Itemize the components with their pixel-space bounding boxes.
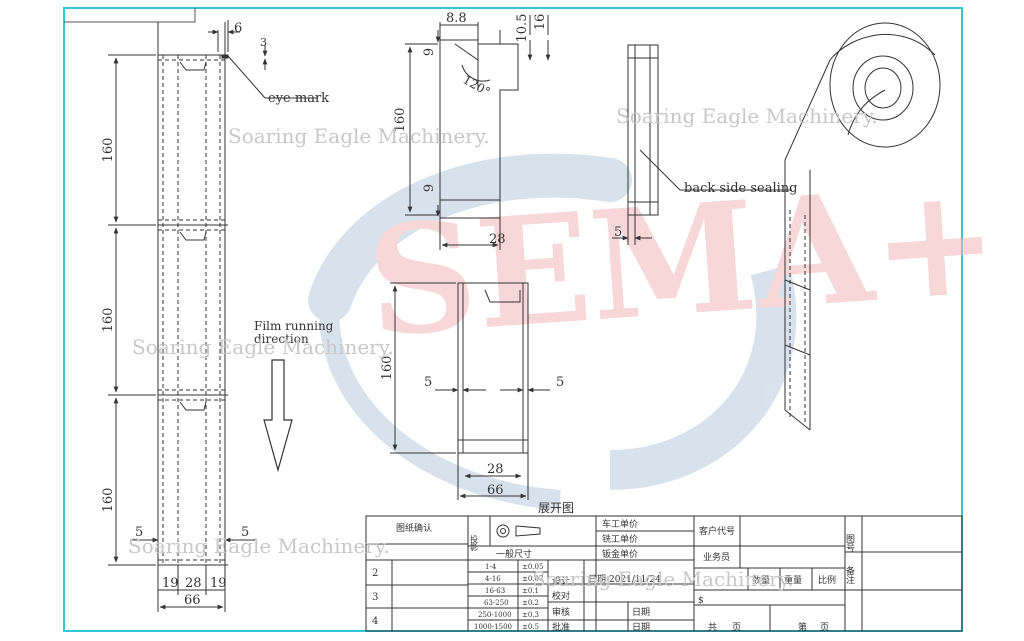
layout-title: 展开图 [538, 501, 574, 515]
seal-left-label: 5 [135, 525, 143, 540]
title-block-text: 图纸确认 投影 一般尺寸 2 3 4 1-4 ±0.05 4-16 ±0.07 … [372, 518, 855, 633]
strip-view-labels: 6 3 eye mark 160 160 160 5 5 19 28 19 66… [101, 21, 334, 608]
weight-label: 重量 [784, 574, 802, 586]
pouch-front-labels: 160 5 5 28 66 展开图 [380, 356, 574, 515]
date-value: 2021/11/24 [609, 575, 661, 585]
watermark-3: Soaring Eagle Machinery. [132, 335, 394, 359]
tol-range-2: 4-16 [485, 575, 501, 583]
watermark-5: Soaring Eagle Machinery. [532, 567, 794, 591]
sheet-price: 钣金单价 [602, 548, 638, 560]
strip-view [108, 20, 318, 612]
scale-label: 比例 [818, 574, 836, 586]
sheet-no-label: 第 [798, 621, 807, 633]
check-label: 校对 [552, 590, 570, 602]
tol-val-6: ±0.5 [522, 623, 539, 631]
side-thickness-label: 5 [614, 225, 622, 240]
tol-range-5: 250-1000 [478, 611, 512, 619]
watermark-4: Soaring Eagle Machinery. [128, 534, 390, 558]
width-28-top: 28 [489, 232, 506, 247]
pouch-top-labels: 8.8 10.5 16 9 120° 160 9 28 [393, 11, 548, 247]
width-left-label: 19 [162, 576, 179, 591]
pouch-front-view [390, 282, 550, 500]
row-2: 2 [372, 568, 378, 579]
tol-val-3: ±0.1 [522, 587, 539, 595]
watermark-2: Soaring Eagle Machinery. [616, 104, 878, 128]
dim-top-3: 3 [260, 36, 267, 49]
dim-top-6: 6 [234, 21, 242, 36]
seal-right-front: 5 [556, 375, 564, 390]
dim-16: 16 [533, 14, 548, 31]
seal-left-front: 5 [424, 375, 432, 390]
direction-label-2: direction [254, 332, 309, 346]
logo-text: SEMA+ [362, 151, 1004, 371]
side-view [612, 44, 792, 245]
angle-120: 120° [461, 72, 493, 99]
total-label: 共 [708, 622, 717, 633]
tol-range-6: 1000-1500 [474, 623, 512, 631]
date3-label: 日期 [632, 622, 650, 633]
corner-box [64, 8, 196, 23]
date-label: 日期 [588, 574, 606, 585]
customer-code: 客户代号 [699, 525, 735, 537]
mill-price: 铣工单价 [602, 533, 638, 545]
design-label: 设计 [552, 575, 570, 587]
watermark-1: Soaring Eagle Machinery. [228, 124, 490, 148]
inner-width-front: 28 [487, 462, 504, 477]
outer-width-front: 66 [487, 483, 504, 498]
dim-9-bottom: 9 [422, 184, 437, 192]
tol-range-3: 16-63 [485, 587, 505, 595]
total-width-label: 66 [184, 593, 201, 608]
review-label: 审核 [552, 606, 570, 618]
pouch-top-view [405, 15, 551, 250]
salesman: 业务员 [703, 551, 730, 563]
date2-label: 日期 [632, 607, 650, 618]
quantity-label: 数量 [752, 574, 770, 586]
tol-val-4: ±0.2 [522, 599, 539, 607]
title-block [365, 515, 963, 632]
eye-mark-label: eye mark [268, 91, 329, 106]
page2-label: 页 [820, 622, 829, 633]
tol-range-1: 1-4 [485, 563, 497, 571]
lathe-price: 车工单价 [602, 518, 638, 530]
width-mid-label: 28 [185, 576, 202, 591]
seal-right-label: 5 [241, 525, 249, 540]
direction-label-1: Film running [254, 319, 334, 333]
tol-val-5: ±0.3 [522, 611, 539, 619]
projection-label: 投影 [470, 534, 479, 552]
back-side-sealing-label: back side sealing [684, 181, 797, 196]
tol-val-1: ±0.05 [522, 563, 543, 571]
brand-watermarks: Soaring Eagle Machinery. Soaring Eagle M… [128, 104, 878, 591]
dim-8-8: 8.8 [446, 11, 467, 26]
note-label: 备注 [844, 565, 855, 584]
side-view-labels: back side sealing 5 [614, 181, 797, 240]
height-160-top: 160 [393, 108, 408, 133]
drawing-no-label: 图号 [844, 534, 855, 553]
general-size: 一般尺寸 [496, 548, 532, 560]
drawing-confirm: 图纸确认 [396, 522, 432, 534]
pitch-2-label: 160 [101, 308, 116, 333]
dim-9-top: 9 [422, 48, 437, 56]
sema-logo-watermark: SEMA+ [308, 151, 1004, 510]
pitch-3-label: 160 [101, 488, 116, 513]
tol-val-2: ±0.07 [522, 575, 543, 583]
row-3: 3 [372, 592, 378, 603]
width-right-label: 19 [210, 576, 227, 591]
row-4: 4 [372, 616, 378, 627]
dollar-sign: $ [698, 596, 704, 606]
dim-10-5: 10.5 [515, 14, 530, 43]
page-label: 页 [732, 622, 741, 633]
height-160-front: 160 [380, 356, 395, 381]
film-roll-illustration [784, 22, 941, 431]
tol-range-4: 63-250 [484, 599, 509, 607]
pitch-1-label: 160 [101, 138, 116, 163]
approve-label: 批准 [552, 621, 570, 633]
